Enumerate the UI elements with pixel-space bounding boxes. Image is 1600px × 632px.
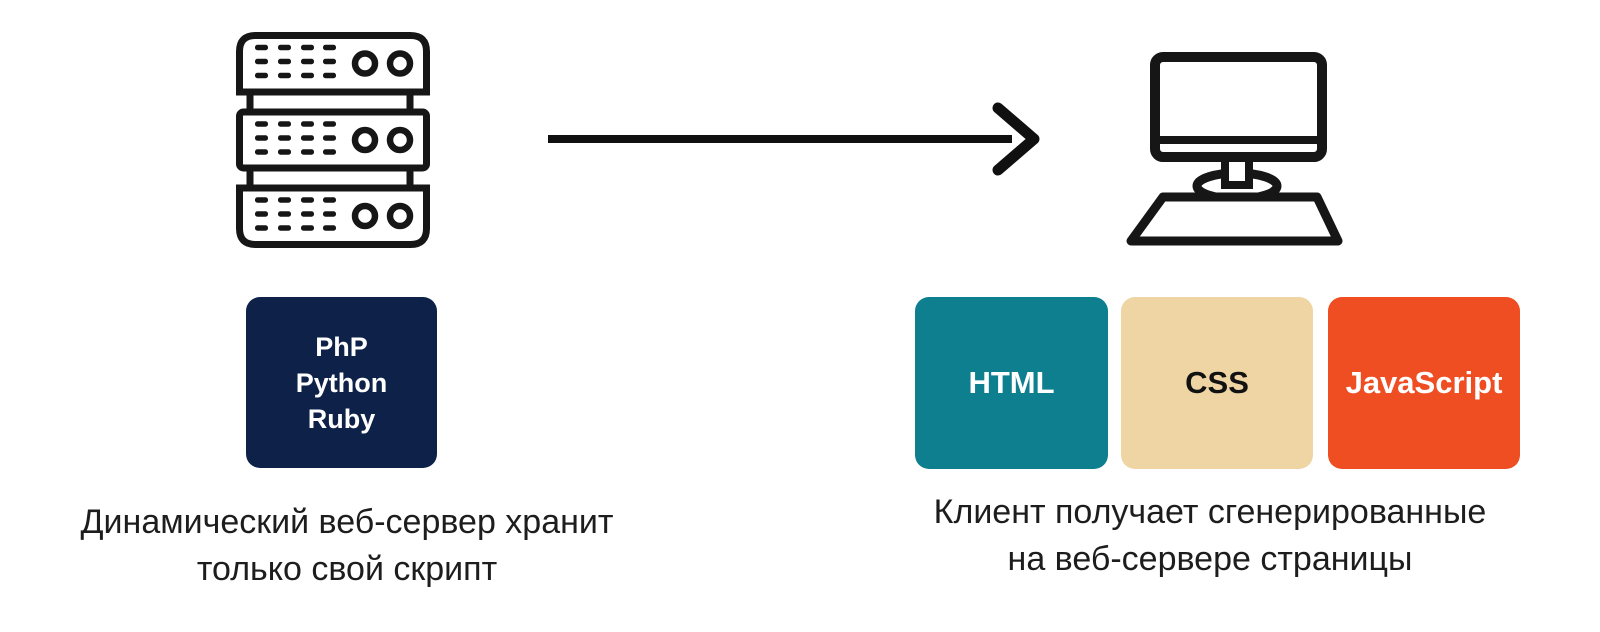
server-led-circle: [351, 50, 379, 77]
server-led-circle: [351, 202, 379, 230]
server-led-circle: [386, 126, 414, 154]
keyboard: [1126, 192, 1343, 246]
server-led-circle: [386, 50, 414, 77]
language-label-php: PhP: [315, 331, 368, 362]
tech-box-html-label: HTML: [968, 365, 1055, 400]
language-label-ruby: Ruby: [307, 403, 376, 434]
tech-box-css-label: CSS: [1185, 365, 1249, 400]
computer-icon: [1126, 52, 1343, 246]
server-caption-line2: только свой скрипт: [196, 550, 498, 588]
arrow-right-icon: [548, 102, 1040, 176]
tech-box-javascript: JavaScript: [1328, 297, 1520, 469]
client-caption-line1: Клиент получает сгенерированные: [933, 493, 1487, 531]
server-languages-box: PhP Python Ruby: [246, 297, 437, 468]
server-led-circle: [351, 126, 379, 154]
server-vent-dashes: [255, 44, 414, 231]
monitor-screen: [1150, 52, 1327, 162]
tech-box-css: CSS: [1121, 297, 1313, 469]
server-caption: Динамический веб-сервер хранит только св…: [30, 499, 664, 593]
language-label-python: Python: [295, 367, 388, 398]
server-icon: [236, 32, 430, 248]
tech-box-html: HTML: [915, 297, 1108, 469]
client-caption: Клиент получает сгенерированные на веб-с…: [880, 489, 1540, 583]
server-connector-bar: [406, 84, 414, 120]
server-connector-bar: [406, 160, 414, 196]
client-caption-line2: на веб-сервере страницы: [1007, 540, 1413, 578]
tech-box-javascript-label: JavaScript: [1345, 365, 1503, 400]
server-connector-bar: [246, 160, 254, 196]
server-caption-line1: Динамический веб-сервер хранит: [80, 503, 614, 541]
arrow-head: [992, 102, 1040, 176]
server-connector-bar: [246, 84, 254, 120]
server-led-circle: [386, 202, 414, 230]
